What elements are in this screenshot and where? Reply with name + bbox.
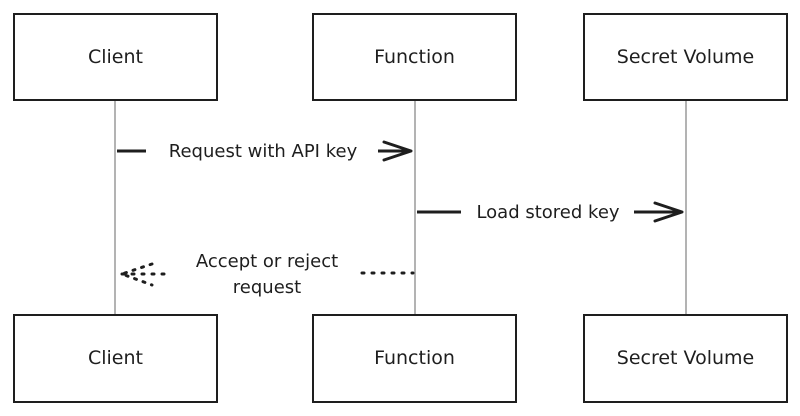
message-label-request: Request with API key	[169, 141, 358, 162]
message-label-load: Load stored key	[476, 202, 619, 223]
participant-box-client-top: Client	[12, 12, 219, 102]
message-label-return-line1: Accept or reject	[196, 251, 338, 272]
participant-label-client-top: Client	[88, 46, 143, 68]
participant-box-secret-volume-bottom: Secret Volume	[582, 313, 789, 404]
message-load-stored-key: Load stored key	[417, 201, 684, 223]
participant-box-function-top: Function	[311, 12, 518, 102]
message-request-with-api-key: Request with API key	[117, 140, 413, 162]
participant-box-function-bottom: Function	[311, 313, 518, 404]
message-label-return-line2: request	[233, 277, 301, 298]
participant-label-function-bottom: Function	[374, 347, 455, 369]
arrowhead-request	[382, 140, 413, 162]
arrowhead-load	[653, 201, 684, 223]
message-accept-or-reject: Accept or reject request	[120, 251, 415, 298]
participant-box-client-bottom: Client	[12, 313, 219, 404]
participant-label-secret-volume-bottom: Secret Volume	[617, 347, 754, 369]
participant-label-secret-volume-top: Secret Volume	[617, 46, 754, 68]
arrowhead-return	[120, 262, 154, 287]
participant-label-client-bottom: Client	[88, 347, 143, 369]
participant-label-function-top: Function	[374, 46, 455, 68]
participant-box-secret-volume-top: Secret Volume	[582, 12, 789, 102]
